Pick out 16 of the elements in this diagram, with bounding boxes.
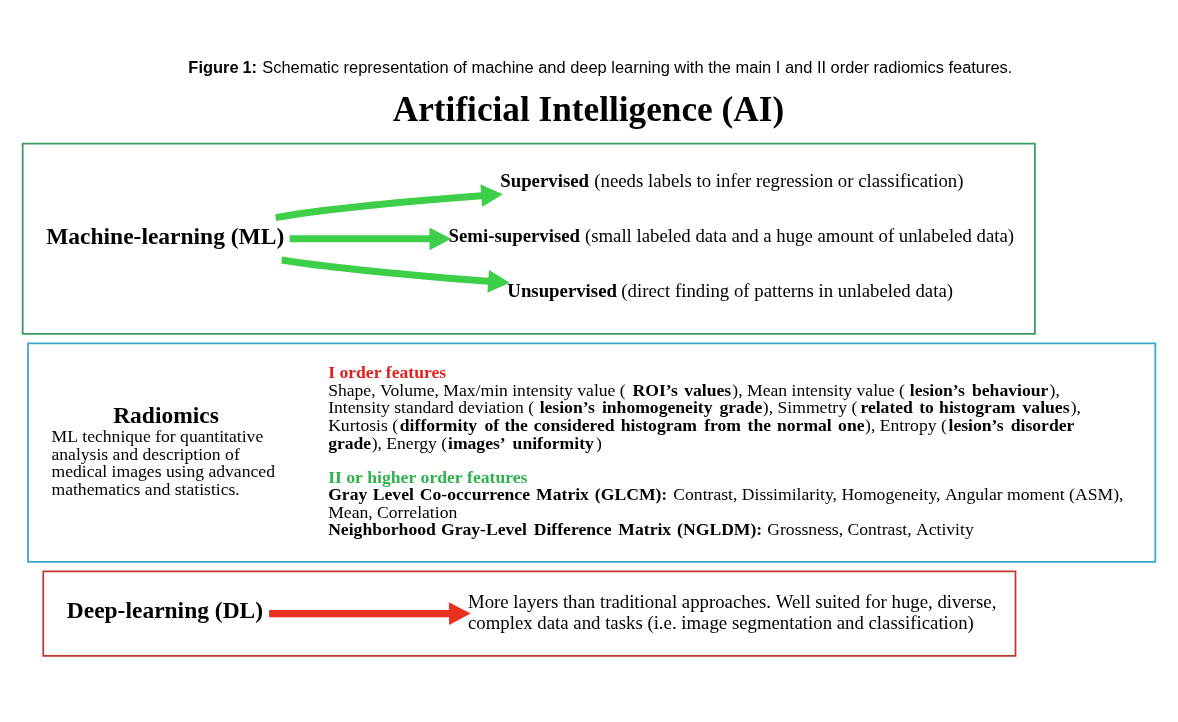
arrow [289, 227, 452, 251]
node-text: Machine-learning (ML) [46, 222, 285, 249]
cluster [27, 342, 1157, 563]
node-text: Semi-supervised (small labeled data and a huge amount of unlabeled data) [448, 225, 1015, 247]
caption: Figure 1: Schematic representation of machine and deep learning with the main I and II order radiomics features. [188, 58, 1013, 77]
node-text: Deep-learning (DL) [66, 597, 264, 624]
cluster [21, 142, 1036, 335]
node-text: I order features Shape, Volume, Max/min intensity value (ROI’s values), Mean intensity value (lesion’s behaviour), Intensity standard deviation (lesion’s inhomogeneity grade), Simmetry (related to histogram values), Kurtosis (difformity of the considered histogram from the normal one), Entropy (lesion’s disorder grade), Energy (images’ uniformity) II or higher order features Gray Level Co-occurrence Matrix (GLCM): Contrast, Dissimilarity, Homogeneity, Angular moment (ASM), Mean, Correlation Neighborhood Gray-Level Difference Matrix (NGLDM): Grossness, Contrast, Activity [328, 362, 1124, 540]
arrow [275, 184, 503, 222]
node-text: Radiomics ML technique for quantitative analysis and description of medical images using advanced mathematics and statistics. [51, 402, 275, 499]
cluster [42, 570, 1017, 657]
node-text: Supervised (needs labels to infer regression or classification) [500, 169, 964, 191]
diagram-title: Artificial Intelligence (AI) [392, 90, 785, 130]
node-text: Unsupervised (direct finding of patterns in unlabeled data) [507, 280, 953, 302]
node-text: More layers than traditional approaches. Well suited for huge, diverse, complex data and tasks (i.e. image segmentation and classification) [467, 590, 997, 633]
arrow [281, 256, 510, 293]
